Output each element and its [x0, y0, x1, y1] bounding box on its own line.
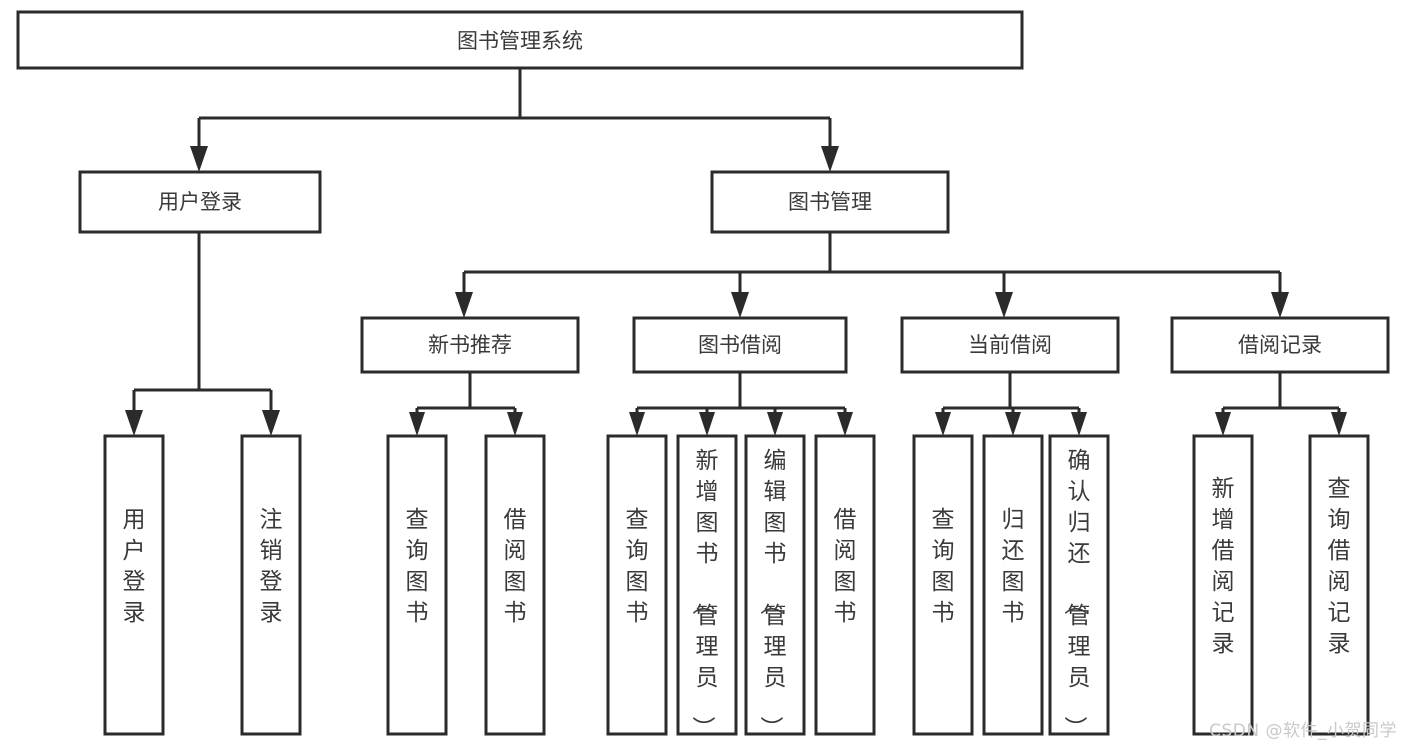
arrow-leaf-query-book-1 — [409, 412, 425, 436]
node-new-book-recommend[interactable]: 新书推荐 — [360, 316, 580, 374]
leaf-add-book-box[interactable] — [676, 434, 738, 736]
arrow-leaf-return-book — [1005, 412, 1021, 436]
leaf-return-book-label: 归还图书 — [1002, 507, 1025, 626]
arrow-leaf-query-record — [1331, 412, 1347, 436]
leaf-user-login[interactable]: 用户登录 — [103, 434, 165, 736]
leaf-query-book-2-box[interactable] — [606, 434, 668, 736]
leaf-add-record[interactable]: 新增借阅记录 — [1192, 434, 1254, 736]
node-current-borrow[interactable]: 当前借阅 — [900, 316, 1120, 374]
node-current-borrow-box[interactable] — [900, 316, 1120, 374]
leaf-query-book-3-label: 查询图书 — [932, 507, 955, 626]
node-root-box[interactable] — [16, 10, 1024, 70]
leaf-layer: 用户登录 注销登录 查询图书 借阅图书 查询图书 新增图书（管理员） — [103, 434, 1370, 739]
leaf-query-book-3-box[interactable] — [912, 434, 974, 736]
leaf-query-book-1[interactable]: 查询图书 — [386, 434, 448, 736]
leaf-query-book-1-box[interactable] — [386, 434, 448, 736]
leaf-add-book[interactable]: 新增图书（管理员） — [676, 434, 738, 739]
leaf-user-login-label: 用户登录 — [123, 507, 146, 626]
node-book-borrow-box[interactable] — [632, 316, 848, 374]
leaf-add-record-label: 新增借阅记录 — [1212, 476, 1235, 657]
node-book-manage-box[interactable] — [710, 170, 950, 234]
node-current-borrow-label: 当前借阅 — [968, 333, 1052, 357]
node-borrow-record-box[interactable] — [1170, 316, 1390, 374]
leaf-query-record[interactable]: 查询借阅记录 — [1308, 434, 1370, 736]
leaf-edit-book[interactable]: 编辑图书（管理员） — [744, 434, 806, 739]
node-root[interactable]: 图书管理系统 — [16, 10, 1024, 70]
arrow-leaf-edit-book — [767, 412, 783, 436]
node-new-book-recommend-box[interactable] — [360, 316, 580, 374]
leaf-logout-login[interactable]: 注销登录 — [240, 434, 302, 736]
node-book-manage-label: 图书管理 — [788, 190, 872, 214]
leaf-query-record-label: 查询借阅记录 — [1328, 476, 1351, 657]
node-user-login-box[interactable] — [78, 170, 322, 234]
arrow-leaf-logout-login — [262, 410, 280, 436]
leaf-return-book[interactable]: 归还图书 — [982, 434, 1044, 736]
node-book-borrow-label: 图书借阅 — [698, 333, 782, 357]
leaf-edit-book-box[interactable] — [744, 434, 806, 736]
leaf-borrow-book-1[interactable]: 借阅图书 — [484, 434, 546, 736]
arrow-new-book-recommend — [455, 292, 473, 318]
leaf-query-book-2-label: 查询图书 — [626, 507, 649, 626]
node-book-manage[interactable]: 图书管理 — [710, 170, 950, 234]
node-user-login-label: 用户登录 — [158, 190, 242, 214]
arrow-user-login — [190, 146, 208, 172]
leaf-confirm-return-label: 确认归还（管理员） — [1062, 448, 1091, 739]
arrow-leaf-query-book-2 — [629, 412, 645, 436]
node-borrow-record[interactable]: 借阅记录 — [1170, 316, 1390, 374]
leaf-query-book-1-label: 查询图书 — [406, 507, 429, 626]
arrow-leaf-confirm-return — [1071, 412, 1087, 436]
leaf-borrow-book-2[interactable]: 借阅图书 — [814, 434, 876, 736]
arrow-leaf-query-book-3 — [935, 412, 951, 436]
leaf-add-record-box[interactable] — [1192, 434, 1254, 736]
arrow-borrow-record — [1271, 292, 1289, 318]
csdn-watermark: CSDN @软件_小贺同学 — [1209, 721, 1397, 741]
node-user-login[interactable]: 用户登录 — [78, 170, 322, 234]
leaf-borrow-book-2-box[interactable] — [814, 434, 876, 736]
leaf-query-book-2[interactable]: 查询图书 — [606, 434, 668, 736]
arrow-leaf-borrow-book-1 — [507, 412, 523, 436]
node-root-label: 图书管理系统 — [457, 29, 583, 53]
leaf-edit-book-label: 编辑图书（管理员） — [758, 448, 787, 739]
leaf-user-login-box[interactable] — [103, 434, 165, 736]
arrow-book-manage — [821, 146, 839, 172]
leaf-logout-login-label: 注销登录 — [260, 507, 283, 626]
node-book-borrow[interactable]: 图书借阅 — [632, 316, 848, 374]
arrow-leaf-borrow-book-2 — [837, 412, 853, 436]
node-new-book-recommend-label: 新书推荐 — [428, 333, 512, 357]
arrow-current-borrow — [995, 292, 1013, 318]
leaf-return-book-box[interactable] — [982, 434, 1044, 736]
leaf-add-book-label: 新增图书（管理员） — [690, 448, 719, 739]
leaf-query-record-box[interactable] — [1308, 434, 1370, 736]
leaf-borrow-book-2-label: 借阅图书 — [834, 507, 857, 626]
leaf-confirm-return[interactable]: 确认归还（管理员） — [1048, 434, 1110, 739]
node-borrow-record-label: 借阅记录 — [1238, 333, 1322, 357]
arrow-leaf-add-book — [699, 412, 715, 436]
connector-layer — [125, 68, 1347, 436]
arrow-leaf-add-record — [1215, 412, 1231, 436]
leaf-query-book-3[interactable]: 查询图书 — [912, 434, 974, 736]
arrow-leaf-user-login — [125, 410, 143, 436]
leaf-logout-login-box[interactable] — [240, 434, 302, 736]
leaf-borrow-book-1-box[interactable] — [484, 434, 546, 736]
leaf-borrow-book-1-label: 借阅图书 — [504, 507, 527, 626]
leaf-confirm-return-box[interactable] — [1048, 434, 1110, 736]
arrow-book-borrow — [731, 292, 749, 318]
